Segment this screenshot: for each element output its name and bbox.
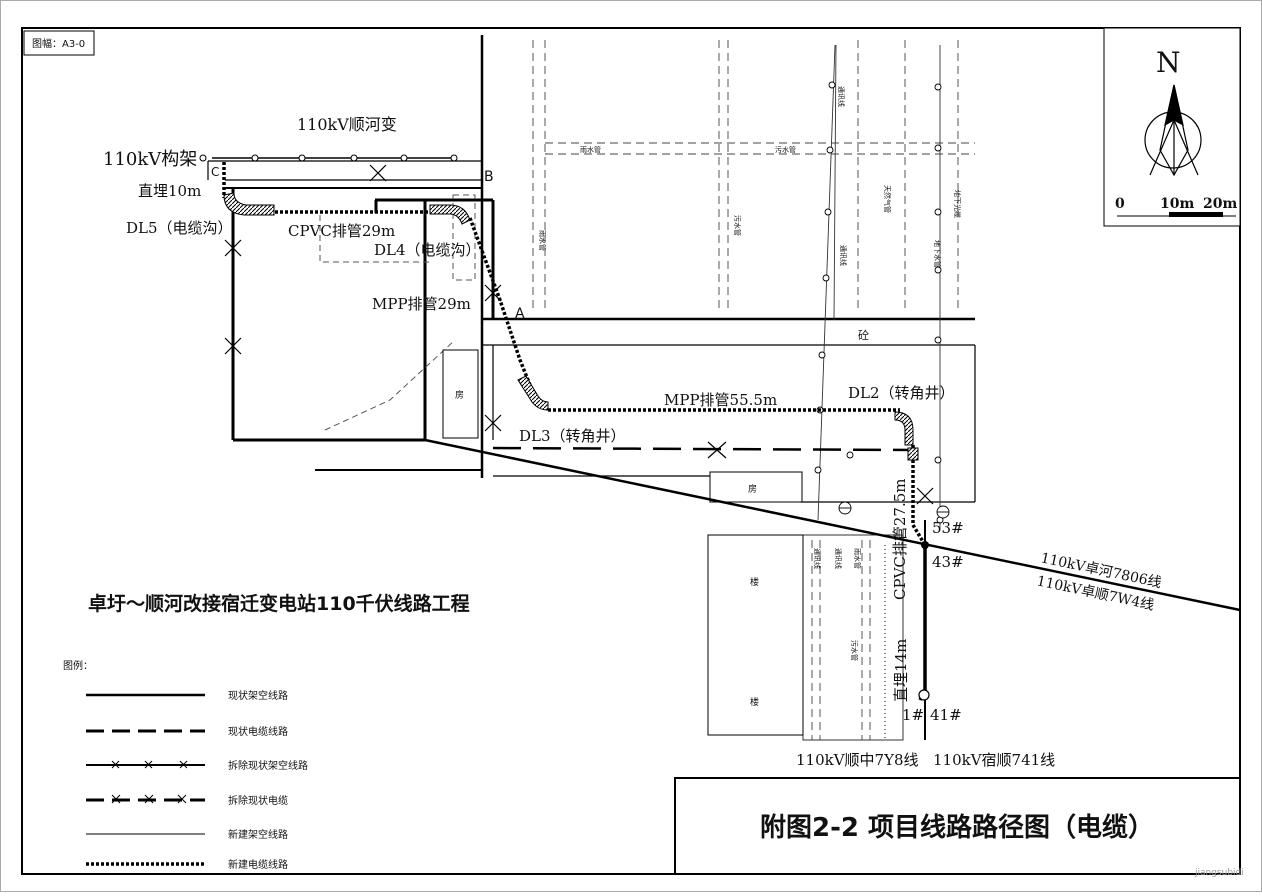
pipelines-solid bbox=[817, 44, 941, 530]
gantry-label: 110kV构架 bbox=[103, 149, 197, 170]
pipelines bbox=[532, 40, 975, 740]
drawing-frame bbox=[21, 27, 1241, 875]
watermark: jiangsubidi bbox=[1194, 868, 1244, 878]
line-shunzhong-label: 110kV顺中7Y8线 bbox=[796, 751, 919, 769]
building-2 bbox=[802, 534, 904, 741]
legend-label-existing-cable: 现状电缆线路 bbox=[228, 725, 288, 738]
legend-label-existing-overhead: 现状架空线路 bbox=[228, 689, 288, 702]
point-a: A bbox=[515, 306, 525, 322]
dl3-label: DL3（转角井） bbox=[519, 427, 626, 445]
dl4-label: DL4（电缆沟） bbox=[374, 241, 481, 259]
pipe-label-10: 通讯线 bbox=[813, 548, 822, 569]
dl2-label: DL2（转角井） bbox=[848, 384, 955, 402]
gantry-busbar bbox=[199, 154, 458, 162]
pipe-label-6: 地下水管 bbox=[933, 240, 942, 268]
tower-1-marker bbox=[918, 689, 930, 701]
tower-1-label: 1# bbox=[902, 706, 924, 724]
tower-43-marker bbox=[921, 541, 929, 549]
house-2-label: 房 bbox=[748, 483, 757, 495]
removal-marks bbox=[224, 164, 934, 505]
north-letter: N bbox=[1156, 46, 1181, 79]
pipe-label-1: 雨水管 bbox=[538, 230, 547, 251]
building-1 bbox=[707, 534, 804, 736]
compass-box: N 0 10m 20m bbox=[1103, 27, 1241, 227]
legend-symbol-removed-overhead bbox=[86, 760, 205, 769]
north-arrow-icon bbox=[1144, 84, 1202, 177]
direct-10-label: 直埋10m bbox=[138, 182, 201, 200]
mpp29-label: MPP排管29m bbox=[372, 295, 471, 313]
sheet-label-box: 图幅：A3-0 bbox=[23, 30, 95, 56]
tower-53-label: 53# bbox=[932, 519, 964, 537]
scale-0: 0 bbox=[1115, 196, 1125, 212]
line-sushun-label: 110kV宿顺741线 bbox=[933, 751, 1055, 769]
pipe-label-11: 通讯线 bbox=[834, 548, 843, 569]
pipe-label-8: 雨水管 bbox=[580, 145, 601, 154]
legend-title: 图例： bbox=[63, 659, 93, 672]
legend-symbol-removed-cable bbox=[86, 794, 205, 804]
new-cable-route bbox=[222, 162, 927, 546]
sheet-label: 图幅：A3-0 bbox=[32, 37, 85, 50]
house-2 bbox=[709, 471, 803, 503]
point-b: B bbox=[484, 169, 494, 185]
direct14-label: 直埋14m bbox=[892, 639, 910, 702]
cpvc29-label: CPVC排管29m bbox=[288, 222, 395, 240]
scale-bar bbox=[1169, 212, 1223, 217]
project-title: 卓圩～顺河改接宿迁变电站110千伏线路工程 bbox=[88, 592, 470, 615]
legend-label-new-overhead: 新建架空线路 bbox=[228, 828, 288, 841]
legend: 图例： 现状架空线路 现状电缆线路 拆除现状架空线路 拆除现状电缆 新建架空线路… bbox=[63, 659, 308, 871]
figure-title-box: 附图2-2 项目线路路径图（电缆） bbox=[674, 777, 1241, 875]
substation-name: 110kV顺河变 bbox=[297, 115, 397, 134]
dl5-label: DL5（电缆沟） bbox=[126, 219, 233, 237]
building-1-label: 楼 bbox=[750, 576, 759, 588]
pipe-label-3: 通讯线 bbox=[837, 86, 846, 107]
existing-cable-line bbox=[492, 446, 913, 452]
pipe-label-9: 污水管 bbox=[775, 145, 796, 154]
house-1-label: 房 bbox=[455, 389, 464, 401]
figure-title: 附图2-2 项目线路路径图（电缆） bbox=[760, 812, 1154, 843]
tower-41-label: 41# bbox=[930, 706, 962, 724]
legend-label-removed-overhead: 拆除现状架空线路 bbox=[228, 759, 308, 772]
tower-43-label: 43# bbox=[932, 553, 964, 571]
manholes bbox=[838, 451, 950, 519]
inner-outlines bbox=[319, 194, 476, 431]
scale-10: 10m bbox=[1160, 196, 1194, 212]
point-c: C bbox=[211, 165, 219, 179]
pipe-label-4: 通讯线 bbox=[839, 245, 848, 266]
pipe-label-12: 雨水管 bbox=[853, 548, 862, 569]
existing-overhead-line bbox=[424, 438, 1241, 740]
road-label: 砼 bbox=[858, 329, 869, 342]
cpvc275-label: CPVC排管27.5m bbox=[891, 478, 909, 600]
pipe-label-2: 污水管 bbox=[733, 215, 742, 236]
scale-20: 20m bbox=[1203, 196, 1237, 212]
pipe-label-13: 污水管 bbox=[850, 640, 859, 661]
cable-bends bbox=[223, 192, 919, 461]
house-1 bbox=[442, 349, 479, 439]
legend-label-new-cable: 新建电缆线路 bbox=[228, 858, 288, 871]
legend-label-removed-cable: 拆除现状电缆 bbox=[228, 794, 288, 807]
pipe-label-7: 地下光缆 bbox=[953, 190, 962, 218]
pipeline-labels: 雨水管 污水管 通讯线 通讯线 天然气管 地下水管 地下光缆 雨水管 污水管 通… bbox=[538, 86, 962, 661]
pipe-label-5: 天然气管 bbox=[883, 185, 892, 213]
building-2-label: 楼 bbox=[750, 696, 759, 708]
new-cable-solid bbox=[918, 545, 927, 701]
substation-enclosure bbox=[207, 35, 976, 503]
mpp555-label: MPP排管55.5m bbox=[664, 391, 777, 409]
